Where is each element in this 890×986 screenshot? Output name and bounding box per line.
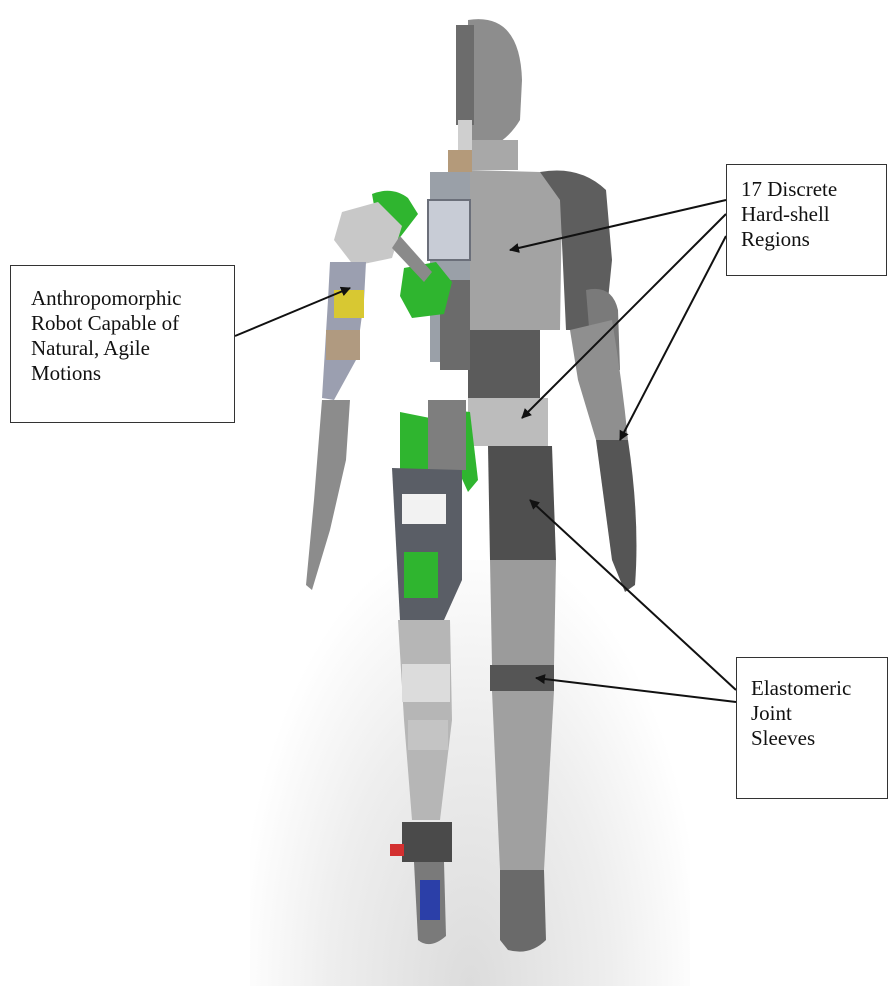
neck-shell bbox=[468, 140, 518, 170]
forearm-shell bbox=[570, 320, 628, 450]
anthropomorphic-line-1: Anthropomorphic bbox=[31, 286, 224, 311]
knee-shell bbox=[490, 560, 556, 665]
joint-sleeves-line-1: Elastomeric bbox=[751, 676, 879, 701]
head-frame bbox=[456, 25, 474, 125]
anthropomorphic-callout: Anthropomorphic Robot Capable of Natural… bbox=[10, 265, 235, 423]
anthropomorphic-line-4: Motions bbox=[31, 361, 224, 386]
joint-sleeves-line-2: Joint bbox=[751, 701, 879, 726]
torso-actuator bbox=[428, 200, 470, 260]
hand-shell bbox=[596, 440, 636, 592]
hard-shell-line-3: Regions bbox=[741, 227, 878, 252]
torso-upper-shell bbox=[468, 170, 562, 330]
shell-half bbox=[468, 19, 636, 951]
ankle-mechanism bbox=[402, 822, 452, 862]
thigh-actuator bbox=[404, 552, 438, 598]
anthropomorphic-line-2: Robot Capable of bbox=[31, 311, 224, 336]
thigh-shell bbox=[488, 446, 556, 560]
hard-shell-callout: 17 Discrete Hard-shell Regions bbox=[726, 164, 887, 276]
head-shell bbox=[468, 19, 522, 150]
anthropomorphic-line-3: Natural, Agile bbox=[31, 336, 224, 361]
arrow-sleeves-knee bbox=[536, 678, 736, 702]
forearm-actuator bbox=[334, 290, 364, 318]
foot-shell bbox=[500, 870, 546, 952]
waist-band bbox=[468, 330, 540, 398]
shin-shell bbox=[492, 691, 554, 870]
knee-sleeve bbox=[490, 665, 554, 691]
joint-sleeves-line-3: Sleeves bbox=[751, 726, 879, 751]
hand-frame bbox=[306, 400, 350, 590]
neck-mechanism bbox=[448, 150, 472, 172]
joint-sleeves-callout: Elastomeric Joint Sleeves bbox=[736, 657, 888, 799]
foot-actuator bbox=[420, 880, 440, 920]
hard-shell-line-1: 17 Discrete bbox=[741, 177, 878, 202]
mechanism-half bbox=[306, 25, 478, 944]
hard-shell-line-2: Hard-shell bbox=[741, 202, 878, 227]
